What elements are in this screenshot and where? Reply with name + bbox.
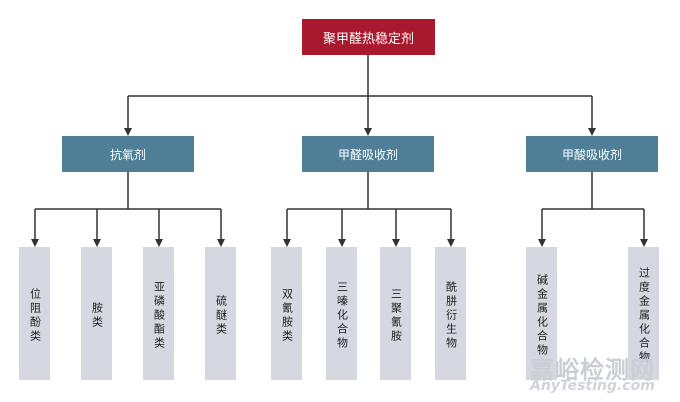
category-node-antioxidant: 抗氧剂 (62, 136, 194, 172)
arrowhead (364, 128, 372, 136)
root-node: 聚甲醛热稳定剂 (302, 19, 435, 55)
leaf-node: 亚磷酸酯类 (143, 247, 174, 380)
leaf-node: 位阻酚类 (19, 247, 50, 380)
watermark-url: AnyTesting.com (530, 378, 655, 394)
arrowhead (640, 239, 648, 247)
category-node-formaldehyde-absorber: 甲醛吸收剂 (302, 136, 434, 172)
leaf-node: 三嗪化合物 (326, 247, 357, 380)
arrowhead (588, 128, 596, 136)
arrowhead (31, 239, 39, 247)
leaf-node: 硫醚类 (205, 247, 236, 380)
arrowhead (338, 239, 346, 247)
arrowhead (538, 239, 546, 247)
arrowhead (93, 239, 101, 247)
arrowhead (447, 239, 455, 247)
leaf-node: 酰肼衍生物 (435, 247, 466, 380)
leaf-node: 双氰胺类 (271, 247, 302, 380)
leaf-node: 三聚氰胺 (380, 247, 411, 380)
arrowhead (217, 239, 225, 247)
watermark-text: 嘉峪检测网 (530, 356, 655, 384)
leaf-node: 过度金属化合物 (628, 247, 659, 380)
arrowhead (124, 128, 132, 136)
leaf-node: 胺类 (81, 247, 112, 380)
arrowhead (283, 239, 291, 247)
arrowhead (392, 239, 400, 247)
arrowhead (155, 239, 163, 247)
leaf-node: 碱金属化合物 (526, 247, 557, 380)
category-node-formic-acid-absorber: 甲酸吸收剂 (526, 136, 658, 172)
